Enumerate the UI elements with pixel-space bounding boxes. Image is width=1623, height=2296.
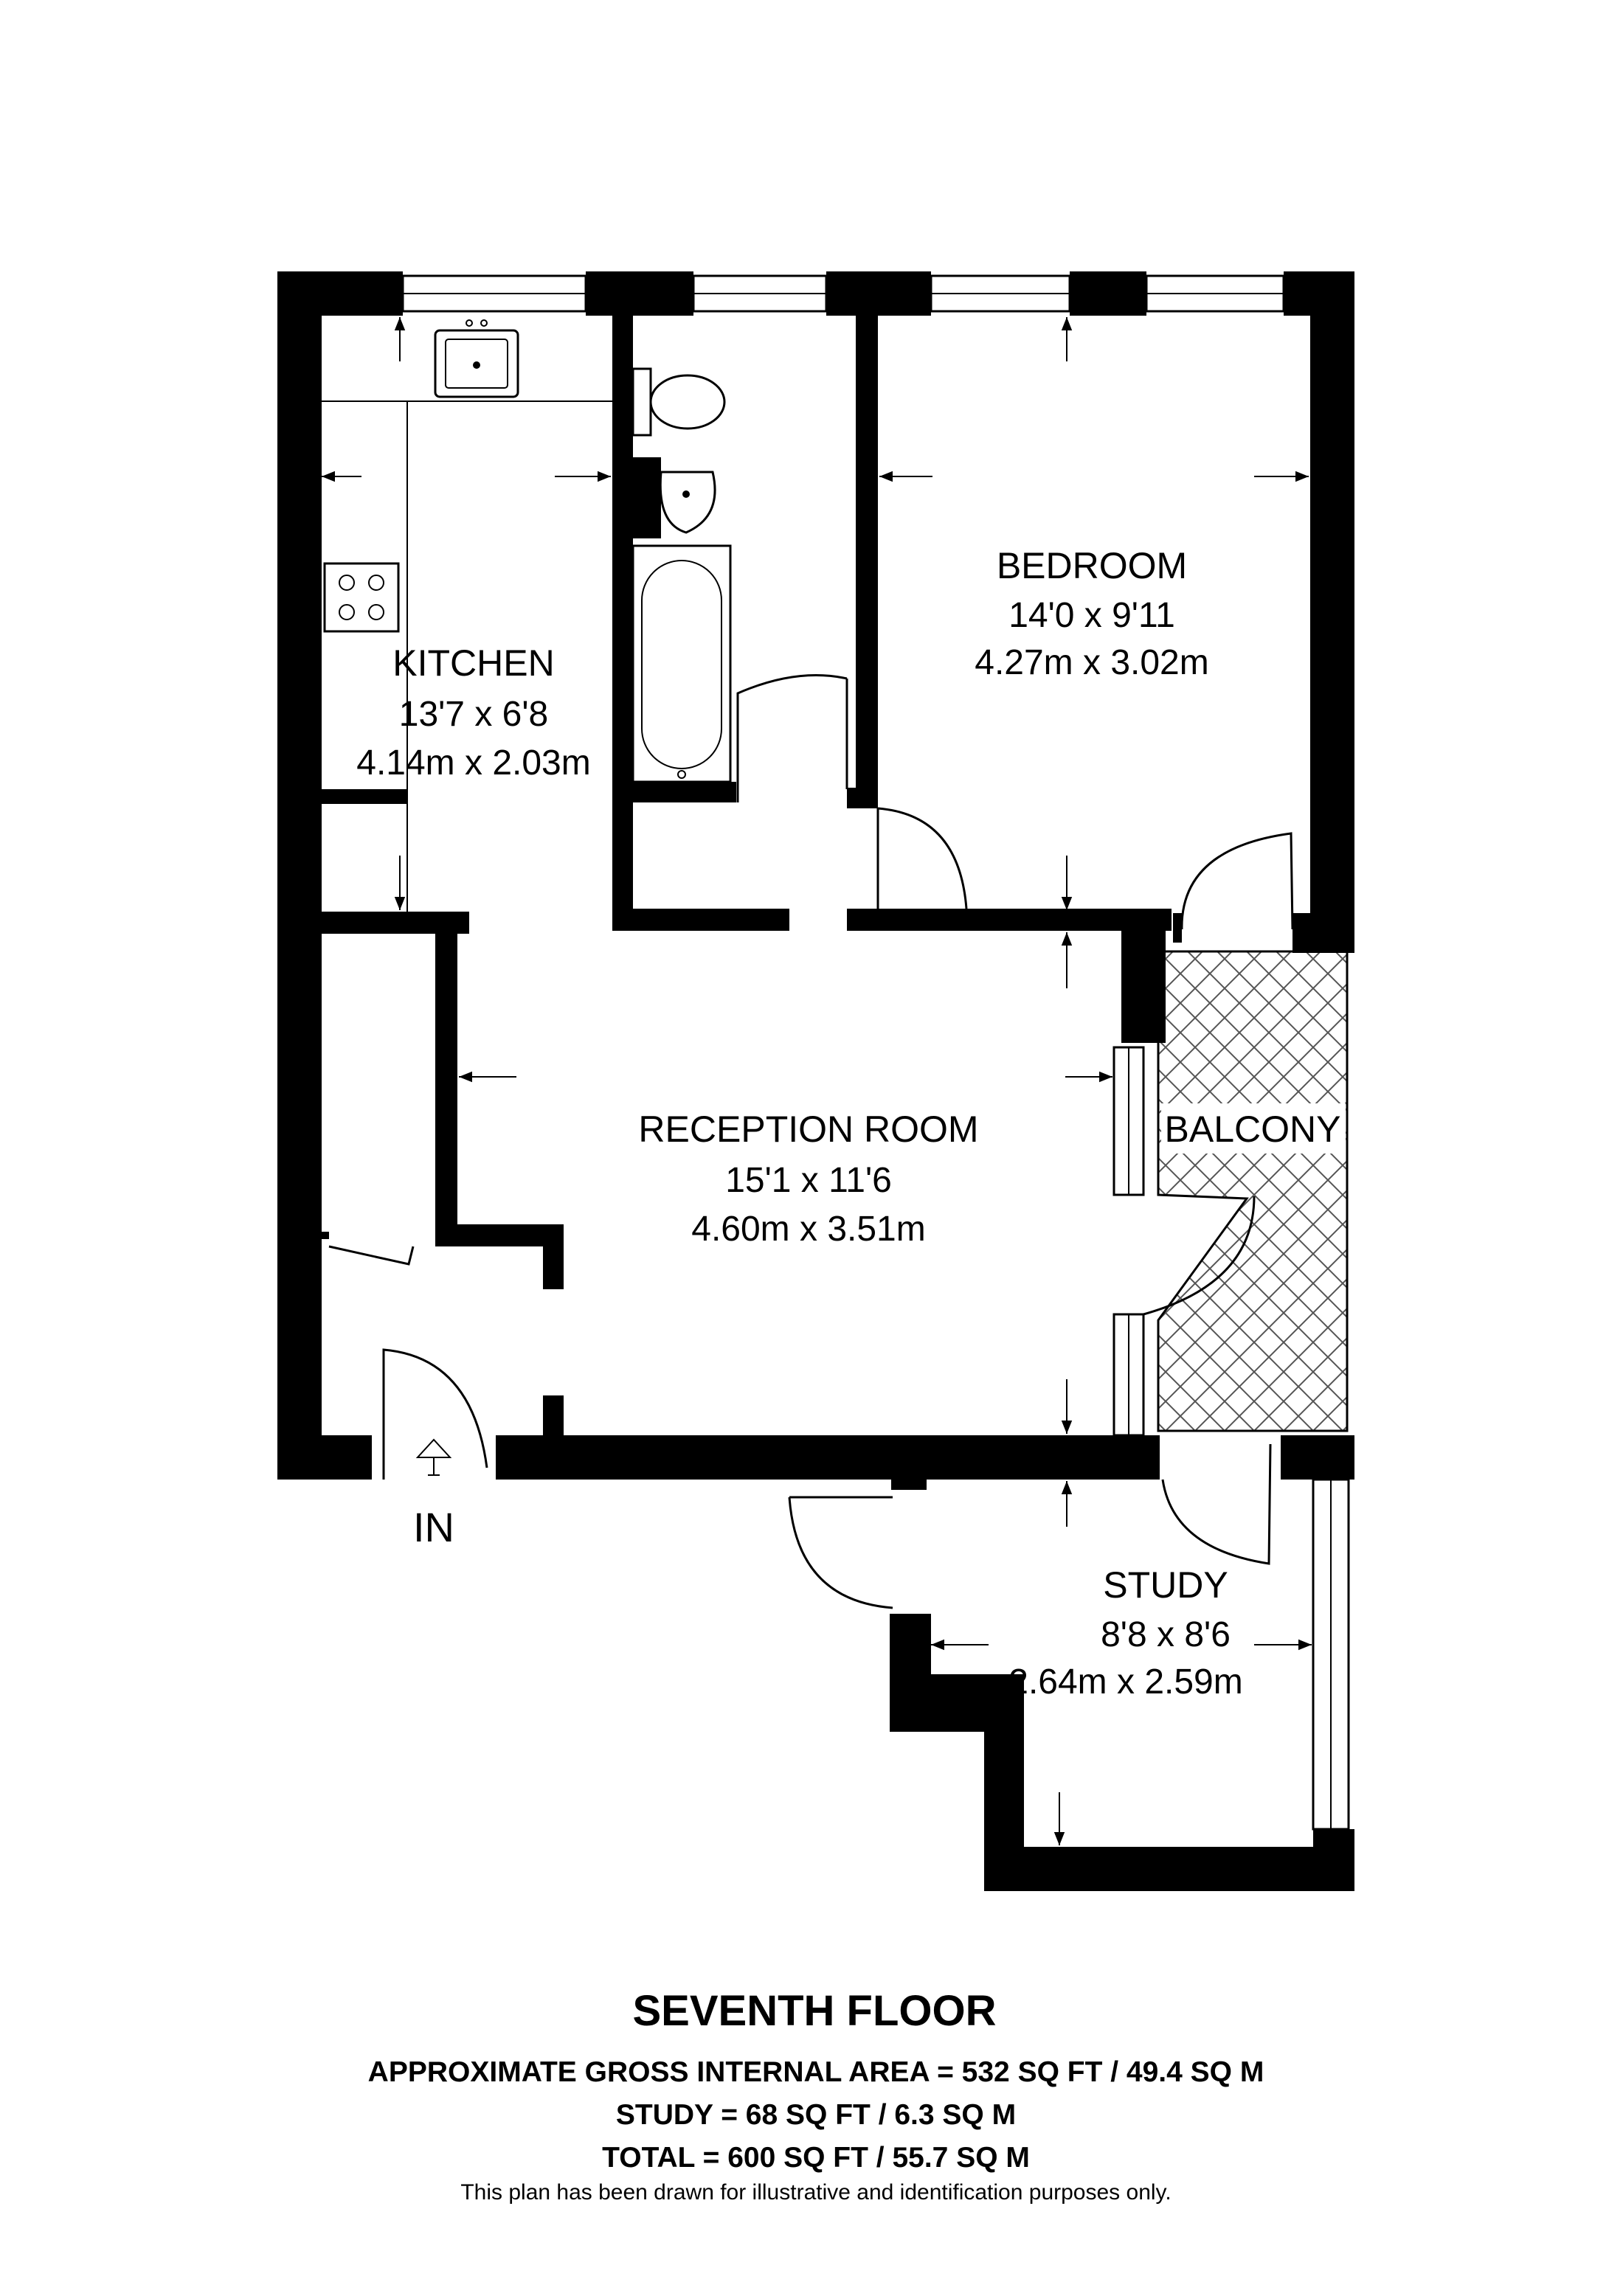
reception-metric: 4.60m x 3.51m — [691, 1210, 925, 1249]
reception-label: RECEPTION ROOM 15'1 x 11'6 4.60m x 3.51m — [638, 1109, 978, 1249]
entrance-label: IN — [413, 1504, 454, 1550]
dimension-arrows — [322, 317, 1312, 1845]
bedroom-label: BEDROOM 14'0 x 9'11 4.27m x 3.02m — [975, 545, 1208, 682]
reception-name: RECEPTION ROOM — [638, 1109, 978, 1150]
kitchen-imperial: 13'7 x 6'8 — [399, 695, 548, 734]
windows — [401, 274, 1350, 1831]
floor-title: SEVENTH FLOOR — [632, 1987, 996, 2035]
study-area: STUDY = 68 SQ FT / 6.3 SQ M — [616, 2099, 1016, 2131]
doors — [328, 674, 1294, 1609]
balcony-label: BALCONY — [1161, 1103, 1346, 1154]
bedroom-name: BEDROOM — [997, 545, 1187, 586]
study-label: STUDY 8'8 x 8'6 2.64m x 2.59m — [1008, 1564, 1242, 1702]
bedroom-imperial: 14'0 x 9'11 — [1008, 596, 1175, 635]
balcony-name: BALCONY — [1165, 1109, 1341, 1150]
kitchen-label: KITCHEN 13'7 x 6'8 4.14m x 2.03m — [356, 642, 590, 783]
disclaimer: This plan has been drawn for illustrativ… — [460, 2180, 1171, 2205]
fixtures — [322, 319, 732, 912]
study-name: STUDY — [1103, 1564, 1228, 1606]
study-imperial: 8'8 x 8'6 — [1101, 1615, 1231, 1654]
total-area: TOTAL = 600 SQ FT / 55.7 SQ M — [602, 2142, 1030, 2174]
bedroom-metric: 4.27m x 3.02m — [975, 643, 1208, 682]
kitchen-metric: 4.14m x 2.03m — [356, 743, 590, 783]
study-metric: 2.64m x 2.59m — [1008, 1662, 1242, 1702]
balcony-area — [1157, 950, 1349, 1432]
reception-imperial: 15'1 x 11'6 — [725, 1161, 892, 1200]
gross-area: APPROXIMATE GROSS INTERNAL AREA = 532 SQ… — [368, 2056, 1264, 2088]
walls — [277, 271, 1354, 1891]
kitchen-name: KITCHEN — [392, 642, 554, 684]
